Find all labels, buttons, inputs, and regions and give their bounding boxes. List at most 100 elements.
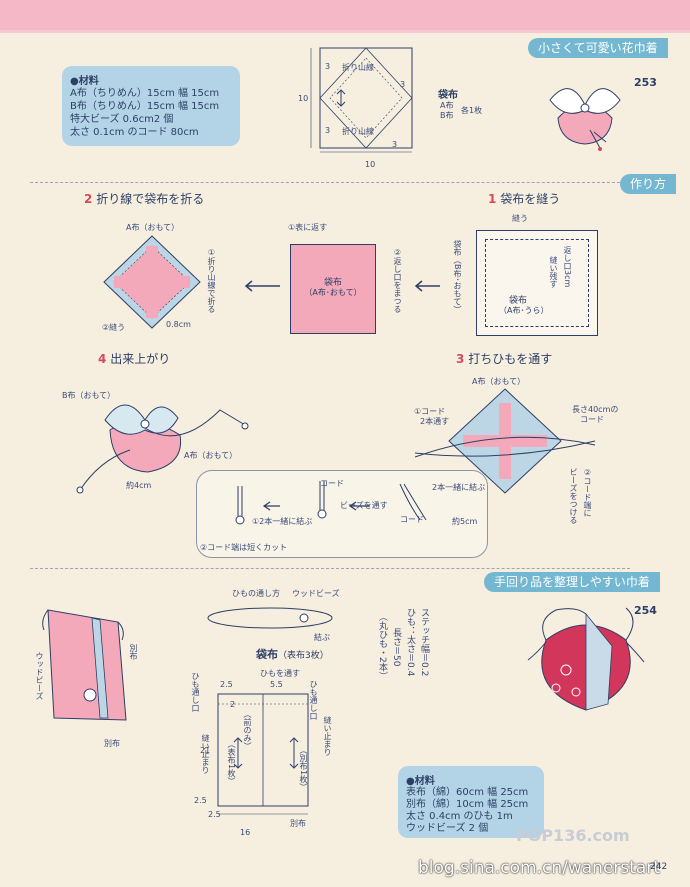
materials-line: B布（ちりめん）15cm 幅 15cm [70, 101, 220, 112]
step3-cord1: ①コード [414, 407, 446, 416]
step4-title: 4 出来上がり [98, 350, 170, 367]
step1-leave: 縫い残す [549, 256, 558, 288]
step-number: 1 [488, 192, 497, 206]
dim-3: 3 [325, 126, 331, 135]
step2-sew: ②縫う [102, 323, 126, 332]
step3-title: 3 打ちひもを通す [456, 350, 552, 367]
thread-diagram [207, 607, 333, 629]
step-title-text: 折り線で袋布を折る [96, 192, 205, 206]
step1-cloth-label: 袋布 [509, 296, 528, 306]
pattern2-title-sub: （表布3枚） [278, 651, 329, 661]
stitch-l3: 長さ＝50 [391, 628, 401, 667]
step3-cord1b: 2本通す [420, 417, 450, 426]
panel-tie2: ①2本一緒に結ぶ [252, 517, 313, 526]
drawstring-bag-illustration [527, 607, 645, 711]
materials-line: 特大ビーズ 0.6cm2 個 [70, 114, 174, 125]
step-number: 4 [98, 352, 107, 366]
fold-label-bottom: 折り山線 [342, 127, 374, 136]
flip-close: ②返し口をまつる [393, 248, 402, 313]
dim-2-5: 2.5 [194, 796, 207, 805]
pattern2-stop-left: 縫い止まり [201, 734, 210, 774]
pattern2-bb-bottom: 別布 [290, 819, 306, 828]
step-title-text: 出来上がり [110, 352, 171, 366]
pattern-sub-a: A布 [440, 101, 454, 110]
separator [30, 568, 630, 569]
materials-line: A布（ちりめん）15cm 幅 15cm [70, 88, 220, 99]
step1-cloth-sub: （A布･うら） [499, 306, 549, 315]
arrow-left-icon [414, 280, 440, 292]
stitch-l2: ひも：太さ＝0.4 [405, 608, 415, 677]
cord-steps-drawing [235, 481, 427, 525]
section2-page-num: 254 [634, 604, 657, 617]
pattern2-stop-right: 縫い止まり [323, 716, 332, 756]
bag-side-illustration [42, 609, 127, 721]
flip-turn: ①表に返す [288, 223, 328, 232]
thread-wood: ウッドビーズ [292, 589, 340, 598]
panel-cord: コード [320, 479, 344, 488]
panel-cord2: コード [400, 515, 424, 524]
step-number: 2 [84, 192, 93, 206]
pattern2-bb-cloth: （別布1枚） [299, 746, 308, 792]
dim-2-5: 2.5 [208, 810, 221, 819]
page-number: 242 [650, 862, 668, 872]
stitch-l1: ステッチ幅＝0.2 [419, 608, 429, 677]
flip-cloth-sub: （A布･おもて） [304, 288, 362, 297]
step1-title: 1 袋布を縫う [488, 190, 560, 207]
step3-bead: ②コード端に [583, 468, 592, 517]
step3-len: 長さ40cmの [572, 405, 619, 414]
dim-2-5: 2.5 [220, 680, 233, 689]
cord-panel [196, 470, 488, 558]
dim-16: 16 [240, 828, 251, 837]
pattern-label: 袋布 [438, 90, 458, 101]
site-watermark: blog.sina.com.cn/wanerstart [418, 858, 660, 878]
materials-heading: ●材料 [70, 76, 99, 87]
thread-title: ひもの通し方 [232, 589, 280, 598]
step3-diagram [414, 388, 596, 494]
section2-banner: 手回り品を整理しやすい巾着 [484, 572, 660, 592]
panel-cut: ②コード端は短くカット [200, 543, 288, 552]
step1-cloth: 袋布 （A布･うら） [476, 230, 598, 336]
pattern-each: 各1枚 [461, 106, 483, 115]
fold-label-top: 折り山線 [342, 63, 374, 72]
step3-bead2: ビーズをつける [569, 468, 578, 524]
dim-3: 3 [392, 140, 398, 149]
step4-a-front: A布（おもて） [184, 451, 238, 460]
step2-a-front: A布（おもて） [126, 223, 180, 232]
pattern-diagram [310, 47, 413, 153]
step2-title: 2 折り線で袋布を折る [84, 190, 204, 207]
step1-open: 返し口3cm [563, 246, 572, 288]
materials-line: 太さ 0.4cm のひも 1m [406, 811, 513, 822]
panel-len5: 約5cm [452, 517, 478, 526]
dim-21: 21 [200, 746, 211, 755]
section1-banner: 小さくて可愛い花巾着 [528, 38, 668, 58]
materials-heading: ●材料 [406, 776, 435, 787]
materials-box: ●材料 表布（綿）60cm 幅 25cm 別布（綿）10cm 幅 25cm 太さ… [398, 766, 544, 838]
pattern2-title-text: 袋布 [256, 648, 278, 661]
dim-2: 2 [230, 700, 236, 709]
dim-5-5: 5.5 [270, 680, 283, 689]
pattern2-front-cloth: （表布1枚） [227, 740, 236, 786]
illus-wood: ウッドビーズ [35, 652, 44, 700]
dim-3: 3 [325, 62, 331, 71]
arrow-left-icon [244, 280, 280, 292]
materials-box: ●材料 A布（ちりめん）15cm 幅 15cm B布（ちりめん）15cm 幅 1… [62, 66, 240, 146]
separator [30, 182, 630, 183]
step1-bcloth: 袋布（B布･おもて） [453, 240, 462, 314]
pattern2-open-right: ひも通し口 [309, 680, 318, 720]
pattern2-open-left: ひも通し口 [191, 672, 200, 712]
step1-sew: 縫う [512, 214, 528, 223]
pop-watermark: POP136.com [516, 826, 630, 845]
step2-diagram [103, 235, 201, 329]
dim-height: 10 [298, 94, 309, 103]
step-title-text: 打ちひもを通す [468, 352, 553, 366]
pattern2-diagram [217, 693, 309, 815]
flip-cloth: 袋布 （A布･おもて） [290, 244, 376, 334]
pattern-sub-b: B布 [440, 111, 454, 120]
howto-banner: 作り方 [620, 174, 677, 194]
top-band [0, 0, 690, 30]
materials-line: 別布（綿）10cm 幅 25cm [406, 799, 529, 810]
step4-b-front: B布（おもて） [62, 391, 116, 400]
materials-line: 太さ 0.1cm のコード 80cm [70, 127, 199, 138]
step3-len2: コード [580, 415, 604, 424]
step4-finished-bag [76, 404, 249, 494]
